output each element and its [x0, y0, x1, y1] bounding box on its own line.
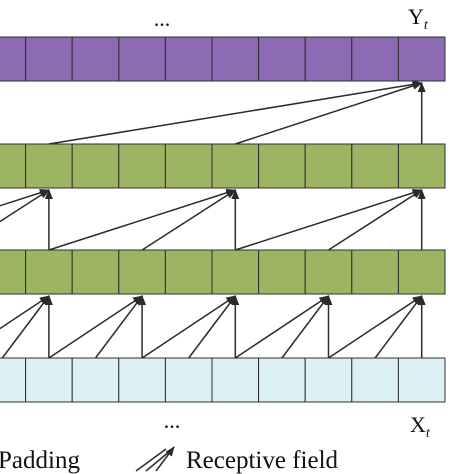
- output-row-cell: [351, 36, 399, 82]
- hidden-row-1-cell: [71, 249, 120, 295]
- receptive-edge-l2: [0, 189, 50, 223]
- receptive-edge-l1: [328, 295, 423, 359]
- receptive-edge-l1: [94, 295, 143, 359]
- input-row-cell: [164, 357, 213, 403]
- hidden-row-2-cell: [25, 143, 73, 189]
- hidden-row-1-cell: [304, 249, 353, 295]
- hidden-row-1: [0, 249, 446, 295]
- hidden-row-2-cell: [118, 143, 166, 189]
- receptive-edge-l1: [0, 295, 50, 330]
- hidden-row-2-cell: [351, 143, 399, 189]
- receptive-edge-l3: [48, 80, 423, 145]
- hidden-row-1-cell: [258, 249, 306, 295]
- receptive-edge-l1: [234, 295, 330, 359]
- input-row-cell: [397, 357, 446, 403]
- receptive-edge-l1: [374, 295, 423, 359]
- output-row-cell: [118, 36, 166, 82]
- input-row-cell: [351, 357, 399, 403]
- hidden-row-2: [0, 143, 446, 189]
- receptive-edge-l1: [281, 295, 330, 359]
- hidden-row-1-cell: [351, 249, 399, 295]
- input-row-cell: [0, 357, 27, 403]
- hidden-row-1-cell: [0, 249, 27, 295]
- receptive-edge-l2: [0, 188, 50, 207]
- hidden-row-2-cell: [397, 143, 446, 189]
- output-row-cell: [71, 36, 120, 82]
- input-row: [0, 357, 446, 403]
- receptive-edge-l2: [328, 189, 423, 251]
- output-row-cell: [25, 36, 73, 82]
- output-label: Yt: [408, 4, 429, 33]
- hidden-row-2-cell: [258, 143, 306, 189]
- receptive-edge-l1: [48, 295, 143, 359]
- hidden-row-1-cell: [25, 249, 73, 295]
- output-row-cell: [0, 36, 27, 82]
- output-row-cell: [164, 36, 213, 82]
- receptive-edge-l2: [48, 188, 237, 251]
- output-row-cell: [397, 36, 446, 82]
- input-row-cell: [211, 357, 260, 403]
- input-row-cell: [71, 357, 120, 403]
- input-row-cell: [258, 357, 306, 403]
- input-row-cell: [25, 357, 73, 403]
- output-row-cell: [211, 36, 260, 82]
- receptive-edge-l1: [188, 295, 236, 359]
- hidden-row-2-cell: [211, 143, 260, 189]
- input-ellipsis: ...: [164, 408, 181, 433]
- receptive-edge-l2: [141, 189, 237, 251]
- input-row-cell: [118, 357, 166, 403]
- hidden-row-2-cell: [304, 143, 353, 189]
- hidden-row-2-cell: [0, 143, 27, 189]
- output-row: [0, 36, 446, 82]
- input-row-cell: [304, 357, 353, 403]
- output-row-cell: [258, 36, 306, 82]
- receptive-field-legend-label: Receptive field: [186, 447, 339, 474]
- padding-legend-label: Padding: [0, 447, 80, 474]
- hidden-row-1-cell: [164, 249, 213, 295]
- receptive-edge-l1: [1, 295, 50, 359]
- receptive-field-legend-icon: [135, 446, 175, 472]
- input-label: Xt: [410, 412, 431, 441]
- receptive-edge-l1: [141, 295, 237, 359]
- hidden-row-1-cell: [211, 249, 260, 295]
- hidden-row-2-cell: [71, 143, 120, 189]
- hidden-row-2-cell: [164, 143, 213, 189]
- output-row-cell: [304, 36, 353, 82]
- receptive-edge-l3: [235, 81, 423, 145]
- hidden-row-1-cell: [118, 249, 166, 295]
- hidden-row-1-cell: [397, 249, 446, 295]
- output-ellipsis: ...: [154, 6, 171, 31]
- receptive-edge-l2: [235, 188, 423, 251]
